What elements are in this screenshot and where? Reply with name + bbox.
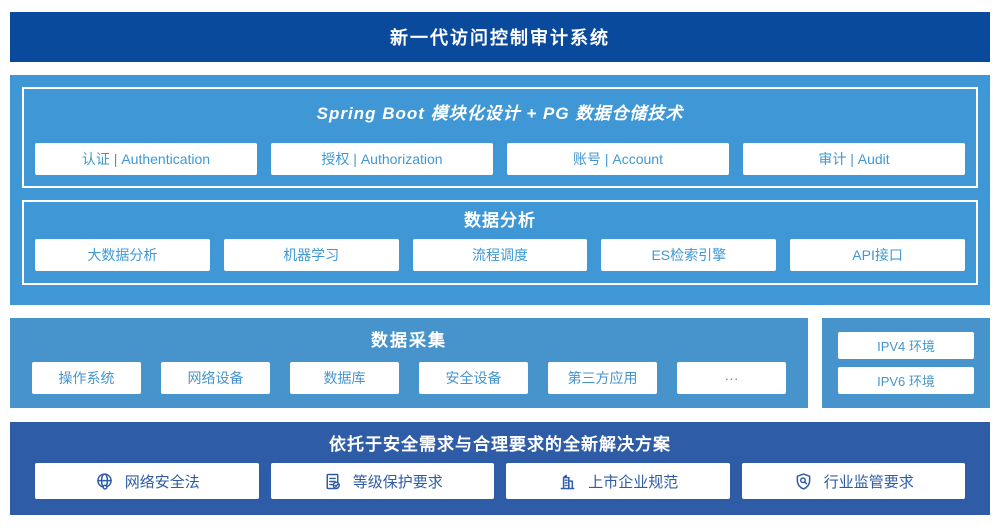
analysis-api: API接口 bbox=[790, 239, 965, 271]
analysis-panel: 数据分析 大数据分析 机器学习 流程调度 ES检索引擎 API接口 bbox=[22, 200, 978, 285]
document-check-icon bbox=[322, 471, 343, 492]
data-collection-title: 数据采集 bbox=[371, 331, 447, 350]
analysis-machine-learning: 机器学习 bbox=[223, 239, 399, 271]
solution-title: 依托于安全需求与合理要求的全新解决方案 bbox=[329, 435, 671, 454]
system-title: 新一代访问控制审计系统 bbox=[390, 28, 610, 48]
analysis-es-search: ES检索引擎 bbox=[601, 239, 777, 271]
globe-icon bbox=[94, 471, 115, 492]
analysis-bigdata: 大数据分析 bbox=[35, 239, 210, 271]
solution-industry-regulation: 行业监管要求 bbox=[741, 463, 965, 499]
analysis-workflow: 流程调度 bbox=[412, 239, 588, 271]
module-account: 账号 | Account bbox=[507, 143, 729, 175]
environment-panel: IPV4 环境 IPV6 环境 bbox=[822, 318, 990, 408]
building-icon bbox=[557, 471, 578, 492]
env-ipv4: IPV4 环境 bbox=[838, 332, 974, 359]
solution-label: 网络安全法 bbox=[124, 473, 200, 491]
data-collection-row: 操作系统 网络设备 数据库 安全设备 第三方应用 ··· bbox=[32, 362, 786, 394]
source-os: 操作系统 bbox=[32, 362, 141, 394]
source-more-ellipsis: ··· bbox=[677, 362, 786, 394]
analysis-row: 大数据分析 机器学习 流程调度 ES检索引擎 API接口 bbox=[35, 239, 965, 271]
solution-classified-protection: 等级保护要求 bbox=[270, 463, 494, 499]
data-collection-panel: 数据采集 操作系统 网络设备 数据库 安全设备 第三方应用 ··· bbox=[10, 318, 808, 408]
source-database: 数据库 bbox=[290, 362, 399, 394]
solution-listed-company: 上市企业规范 bbox=[506, 463, 730, 499]
module-audit: 审计 | Audit bbox=[743, 143, 965, 175]
module-authentication: 认证 | Authentication bbox=[35, 143, 257, 175]
solution-layer: 依托于安全需求与合理要求的全新解决方案 网络安全法 bbox=[10, 422, 990, 515]
env-ipv6: IPV6 环境 bbox=[838, 367, 974, 394]
solution-label: 等级保护要求 bbox=[352, 473, 443, 491]
solution-label: 上市企业规范 bbox=[588, 473, 679, 491]
modules-row: 认证 | Authentication 授权 | Authorization 账… bbox=[35, 143, 965, 175]
modules-title: Spring Boot 模块化设计 + PG 数据仓储技术 bbox=[316, 104, 684, 123]
module-authorization: 授权 | Authorization bbox=[271, 143, 493, 175]
solution-row: 网络安全法 等级保护要求 bbox=[35, 463, 965, 499]
source-security-device: 安全设备 bbox=[419, 362, 528, 394]
analysis-title: 数据分析 bbox=[464, 211, 536, 230]
solution-cybersecurity-law: 网络安全法 bbox=[35, 463, 259, 499]
source-network-device: 网络设备 bbox=[161, 362, 270, 394]
source-third-party: 第三方应用 bbox=[548, 362, 657, 394]
system-title-banner: 新一代访问控制审计系统 bbox=[10, 12, 990, 62]
solution-label: 行业监管要求 bbox=[823, 473, 914, 491]
shield-search-icon bbox=[793, 471, 814, 492]
modules-panel: Spring Boot 模块化设计 + PG 数据仓储技术 认证 | Authe… bbox=[22, 87, 978, 188]
platform-layer: Spring Boot 模块化设计 + PG 数据仓储技术 认证 | Authe… bbox=[10, 75, 990, 305]
